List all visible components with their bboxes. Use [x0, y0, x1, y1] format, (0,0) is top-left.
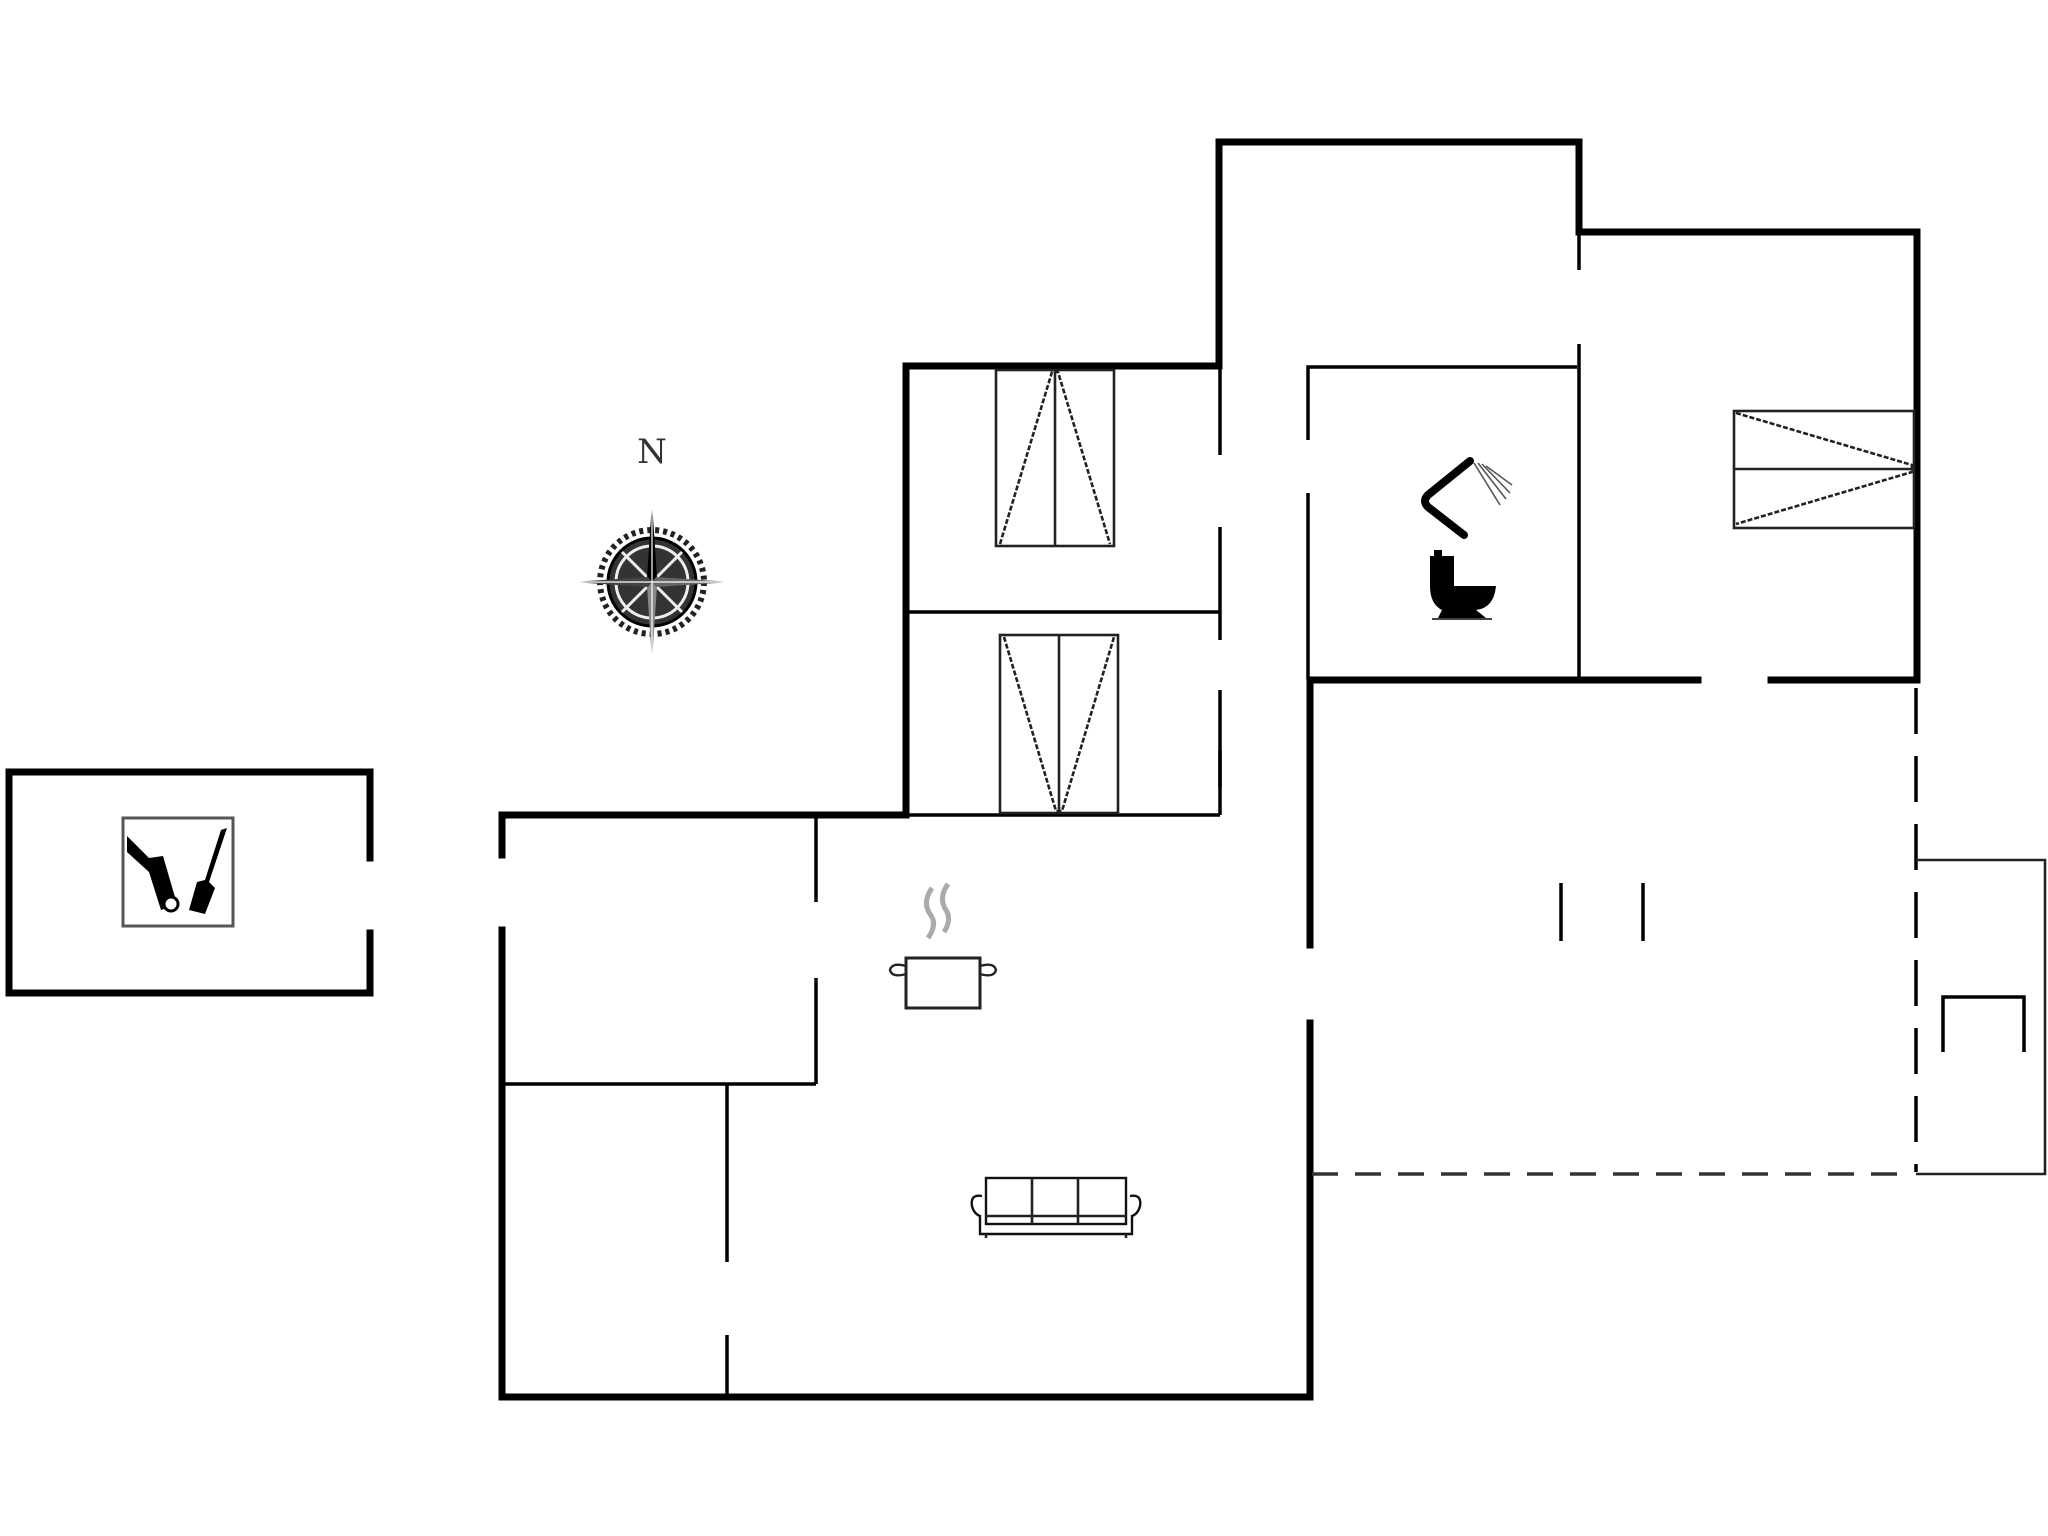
compass-north-label: N	[637, 432, 667, 472]
sofa-icon	[970, 1176, 1142, 1238]
bed-icon	[1732, 409, 1916, 530]
bed-icon	[998, 633, 1120, 815]
annex-room	[1916, 858, 2047, 1176]
exterior-walls	[498, 138, 1921, 1401]
interior-walls	[502, 344, 1645, 1397]
cooking-pot-icon	[888, 882, 998, 1010]
shed	[5, 768, 374, 997]
covered-terrace	[1312, 688, 1918, 1176]
shower-icon	[1421, 457, 1513, 539]
bed-icon	[994, 368, 1116, 548]
wheelbarrow-shovel-icon	[121, 816, 235, 928]
compass-rose-icon	[572, 502, 732, 662]
toilet-icon	[1430, 550, 1496, 620]
